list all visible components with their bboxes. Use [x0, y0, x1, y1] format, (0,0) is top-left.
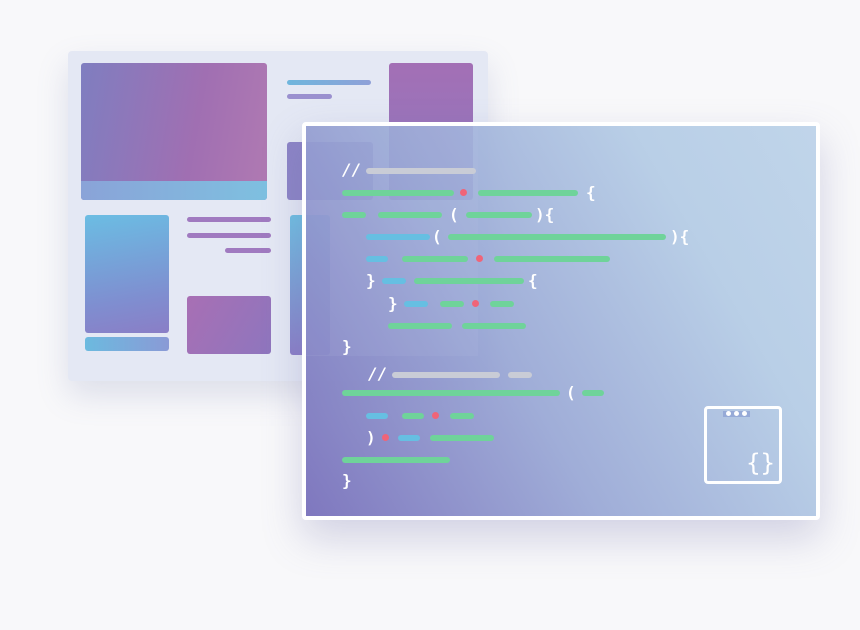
hero-caption-strip	[81, 181, 267, 200]
operator-dot	[382, 434, 389, 441]
operator-dot	[432, 412, 439, 419]
operator-dot	[476, 255, 483, 262]
operator-dot	[460, 189, 467, 196]
code-token	[478, 190, 578, 196]
code-token	[342, 457, 450, 463]
code-token	[398, 435, 420, 441]
code-token	[404, 301, 428, 307]
code-token	[342, 190, 454, 196]
close-paren-brace: ){	[535, 205, 555, 224]
open-brace: {	[528, 271, 538, 290]
hero-image-block	[81, 63, 267, 200]
text-line	[187, 217, 271, 222]
code-token	[462, 323, 526, 329]
text-line	[187, 233, 271, 238]
code-token	[414, 278, 524, 284]
code-token	[430, 435, 494, 441]
code-token	[402, 413, 424, 419]
open-paren: (	[566, 383, 576, 402]
close-brace: }	[342, 471, 352, 490]
comment-token	[392, 372, 500, 378]
code-token	[388, 323, 452, 329]
operator-dot	[472, 300, 479, 307]
code-token	[342, 212, 366, 218]
code-lines: // { ( ){ ( ){ } { }	[306, 126, 816, 516]
open-brace: {	[586, 183, 596, 202]
text-line	[225, 248, 271, 253]
code-token	[366, 234, 430, 240]
code-token	[448, 234, 666, 240]
code-token	[366, 256, 388, 262]
window-dots-icon	[723, 411, 750, 417]
code-token	[440, 301, 464, 307]
close-paren-brace: ){	[670, 227, 690, 246]
open-paren: (	[432, 227, 442, 246]
close-brace: }	[342, 337, 352, 356]
comment-token	[508, 372, 532, 378]
card-image-block	[85, 215, 169, 333]
close-paren: )	[366, 428, 376, 447]
thumbnail-block	[187, 296, 271, 354]
code-token	[494, 256, 610, 262]
glass-overlay	[306, 126, 478, 356]
open-paren: (	[449, 205, 459, 224]
code-token	[582, 390, 604, 396]
code-token	[450, 413, 474, 419]
card-caption-bar	[85, 337, 169, 351]
code-token	[382, 278, 406, 284]
comment-slashes: //	[368, 364, 388, 383]
code-window: // { ( ){ ( ){ } { }	[302, 122, 820, 520]
code-token	[378, 212, 442, 218]
code-token	[366, 413, 388, 419]
text-line	[287, 94, 332, 99]
curly-braces-icon: {}	[746, 449, 775, 477]
code-editor-icon: {}	[704, 406, 782, 484]
code-token	[342, 390, 560, 396]
code-token	[466, 212, 532, 218]
close-brace: }	[366, 271, 376, 290]
comment-slashes: //	[342, 160, 362, 179]
code-token	[490, 301, 514, 307]
comment-token	[366, 168, 476, 174]
text-line	[287, 80, 371, 85]
close-brace: }	[388, 294, 398, 313]
code-token	[402, 256, 468, 262]
